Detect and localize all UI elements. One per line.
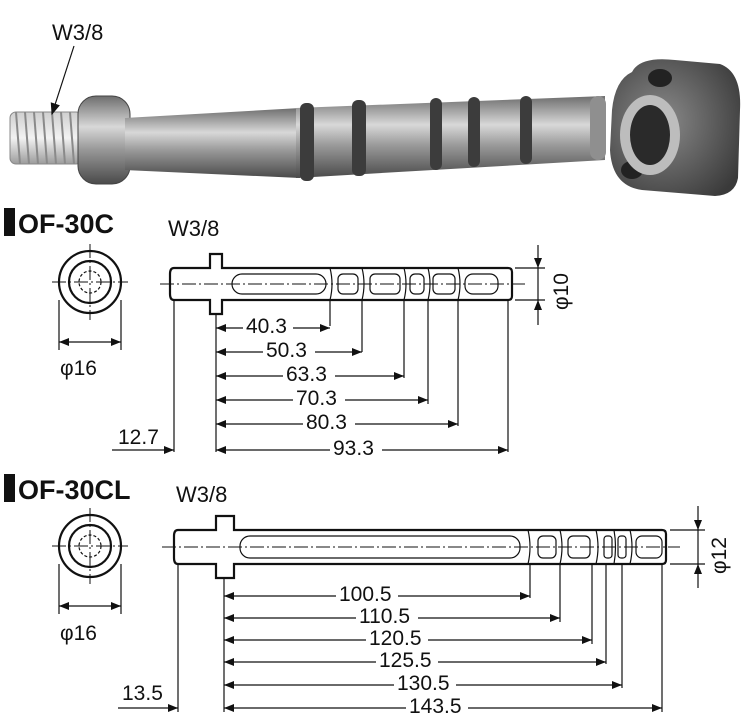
dim-value: 110.5 (359, 605, 410, 628)
dim-value: 100.5 (339, 583, 392, 606)
section-title: OF-30CL (18, 475, 131, 505)
end-view: φ16 (52, 508, 128, 645)
extension-lines (173, 300, 509, 452)
shaft-diameter: φ12 (708, 537, 731, 574)
head-length: 12.7 (118, 426, 159, 449)
dim-value: 50.3 (266, 339, 307, 362)
dim-value: 63.3 (286, 363, 327, 386)
dim-value: 93.3 (333, 437, 374, 460)
dim-value: 130.5 (397, 672, 450, 695)
thread-label: W3/8 (176, 482, 227, 507)
cap-nut (610, 59, 741, 197)
thread-label: W3/8 (168, 216, 219, 241)
side-view (162, 514, 680, 580)
dimension-values: 40.3 50.3 63.3 70.3 80.3 93.3 12.7 (118, 312, 382, 460)
head-length: 13.5 (122, 682, 163, 705)
dim-value: 40.3 (246, 315, 287, 338)
dim-value: 125.5 (379, 649, 432, 672)
photo-thread-leader (50, 45, 75, 116)
section-of-30cl: OF-30CL φ16 W3/8 (4, 474, 731, 718)
dim-value: 120.5 (369, 627, 422, 650)
section-marker (4, 208, 15, 236)
section-title: OF-30C (18, 209, 114, 239)
head-diameter: φ16 (60, 357, 97, 380)
threaded-stud (9, 95, 606, 185)
dimension-values: 100.5 110.5 120.5 125.5 130.5 143.5 13.5 (122, 580, 468, 718)
photo-thread-label: W3/8 (52, 20, 103, 45)
shaft-diameter-dim: φ10 (515, 245, 573, 325)
side-view (160, 252, 525, 316)
dim-value: 80.3 (306, 411, 347, 434)
head-diameter: φ16 (60, 622, 97, 645)
shaft-diameter-dim: φ12 (670, 506, 731, 588)
end-view: φ16 (52, 244, 128, 380)
dim-value: 143.5 (409, 695, 462, 718)
section-of-30c: OF-30C φ16 W3/8 (4, 208, 573, 460)
section-marker (4, 474, 15, 502)
product-photo: W3/8 (9, 20, 741, 197)
dim-value: 70.3 (296, 387, 337, 410)
extension-lines (177, 564, 663, 712)
shaft-diameter: φ10 (550, 273, 573, 310)
